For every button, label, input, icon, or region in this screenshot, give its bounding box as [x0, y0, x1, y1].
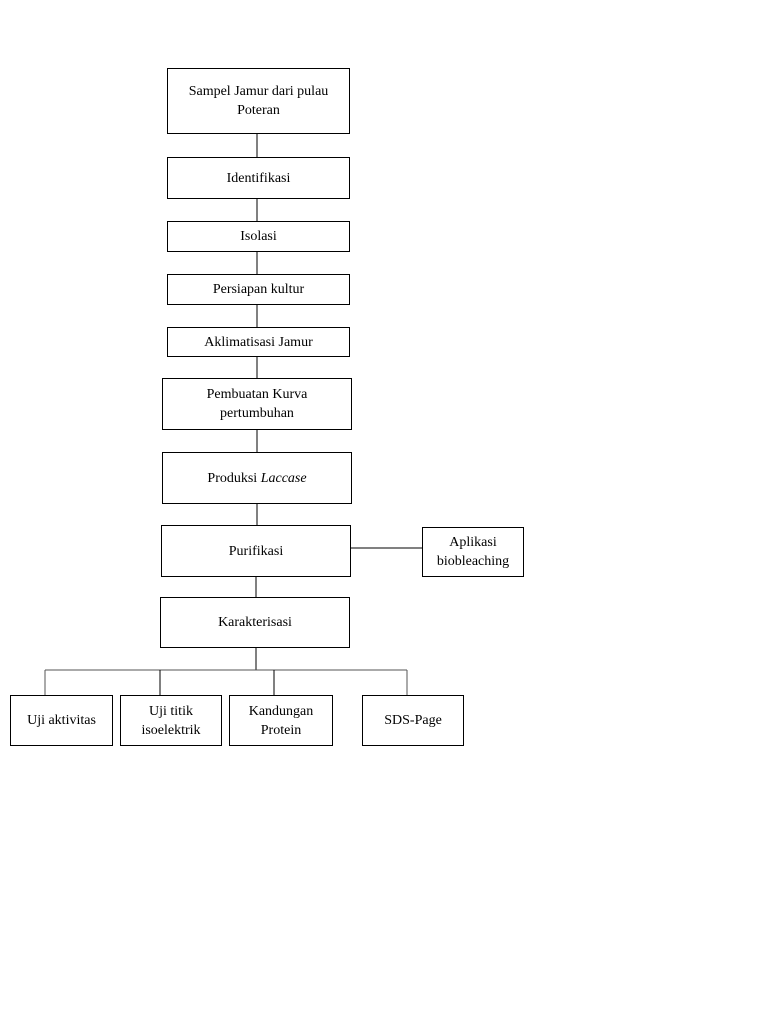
node-kandungan-protein: Kandungan Protein: [229, 695, 333, 746]
node-sampel-text: Sampel Jamur dari pulau Poteran: [188, 84, 329, 118]
node-purifikasi: Purifikasi: [161, 525, 351, 577]
node-sds-page-text: SDS-Page: [384, 713, 442, 728]
node-persiapan-kultur: Persiapan kultur: [167, 274, 350, 305]
node-produksi-laccase: Produksi Laccase: [162, 452, 352, 504]
node-sds-page: SDS-Page: [362, 695, 464, 746]
node-karakterisasi-text: Karakterisasi: [218, 615, 292, 630]
node-isolasi: Isolasi: [167, 221, 350, 252]
node-isolasi-text: Isolasi: [240, 229, 277, 244]
node-identifikasi: Identifikasi: [167, 157, 350, 199]
node-identifikasi-text: Identifikasi: [226, 170, 291, 186]
node-uji-titik-isoelektrik: Uji titik isoelektrik: [120, 695, 222, 746]
node-aplikasi-biobleaching: Aplikasi biobleaching: [422, 527, 524, 577]
node-kandungan-protein-text: Kandungan Protein: [248, 703, 314, 738]
node-uji-titik-isoelektrik-text: Uji titik isoelektrik: [141, 703, 201, 738]
node-aplikasi-biobleaching-text: Aplikasi biobleaching: [436, 535, 510, 569]
node-aklimatisasi: Aklimatisasi Jamur: [167, 327, 350, 357]
node-kurva-pertumbuhan: Pembuatan Kurva pertumbuhan: [162, 378, 352, 430]
node-kurva-pertumbuhan-text: Pembuatan Kurva pertumbuhan: [206, 387, 308, 421]
node-purifikasi-text: Purifikasi: [228, 543, 284, 559]
node-aklimatisasi-text: Aklimatisasi Jamur: [204, 334, 313, 350]
node-uji-aktivitas-text: Uji aktivitas: [27, 713, 96, 728]
node-persiapan-kultur-text: Persiapan kultur: [212, 282, 305, 297]
node-karakterisasi: Karakterisasi: [160, 597, 350, 648]
node-sampel: Sampel Jamur dari pulau Poteran: [167, 68, 350, 134]
node-uji-aktivitas: Uji aktivitas: [10, 695, 113, 746]
node-produksi-laccase-text: Produksi Laccase: [207, 470, 307, 486]
